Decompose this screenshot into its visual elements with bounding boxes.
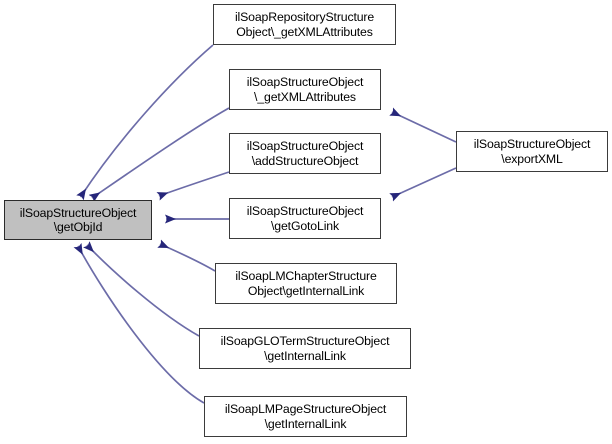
edge-gloterm-getinternallink-to-getobjid <box>83 241 200 337</box>
node-label: ilSoapLMPageStructureObject \getInternal… <box>224 402 387 431</box>
node-label: ilSoapLMChapterStructure Object\getInter… <box>235 269 377 298</box>
edge-addstructureobject-to-getobjid <box>156 171 230 201</box>
node-ilsoaplmpagestructureobject-getinternallink[interactable]: ilSoapLMPageStructureObject \getInternal… <box>204 396 407 437</box>
node-ilsoapstructureobject-exportxml[interactable]: ilSoapStructureObject \exportXML <box>456 131 608 172</box>
node-ilsoapgloterm-structureobject-getinternallink[interactable]: ilSoapGLOTermStructureObject \getInterna… <box>199 328 411 369</box>
edge-repo-getxmlattributes-to-getobjid <box>76 44 214 201</box>
edge-lmpage-getinternallink-to-getobjid <box>73 242 205 404</box>
node-ilsoapstructureobject-addstructureobject[interactable]: ilSoapStructureObject \addStructureObjec… <box>229 133 381 174</box>
node-label: ilSoapStructureObject \getObjId <box>19 205 137 235</box>
node-label: ilSoapGLOTermStructureObject \getInterna… <box>220 334 390 363</box>
node-label: ilSoapStructureObject \getGotoLink <box>246 204 364 233</box>
node-label: ilSoapStructureObject \exportXML <box>473 137 591 166</box>
edge-struct-getxmlattributes-to-getobjid <box>88 107 230 203</box>
edge-exportxml-to-struct-getxmlattributes <box>389 107 457 143</box>
node-ilsoapstructureobject-getxmlattributes[interactable]: ilSoapStructureObject \_getXMLAttributes <box>229 69 381 110</box>
node-label: ilSoapStructureObject \_getXMLAttributes <box>246 75 364 104</box>
node-ilsoaprepositorystructureobject-getxmlattributes[interactable]: ilSoapRepositoryStructure Object\_getXML… <box>213 4 396 45</box>
node-label: ilSoapRepositoryStructure Object\_getXML… <box>234 10 375 39</box>
node-ilsoapstructureobject-getobjid[interactable]: ilSoapStructureObject \getObjId <box>4 200 152 240</box>
edge-lmchapter-getinternallink-to-getobjid <box>157 239 216 272</box>
node-ilsoapstructureobject-getgotolink[interactable]: ilSoapStructureObject \getGotoLink <box>229 198 381 239</box>
node-label: ilSoapStructureObject \addStructureObjec… <box>246 139 364 168</box>
edge-exportxml-to-getgotolink <box>389 167 457 202</box>
node-ilsoaplmchapterstructureobject-getinternallink[interactable]: ilSoapLMChapterStructure Object\getInter… <box>215 263 397 304</box>
